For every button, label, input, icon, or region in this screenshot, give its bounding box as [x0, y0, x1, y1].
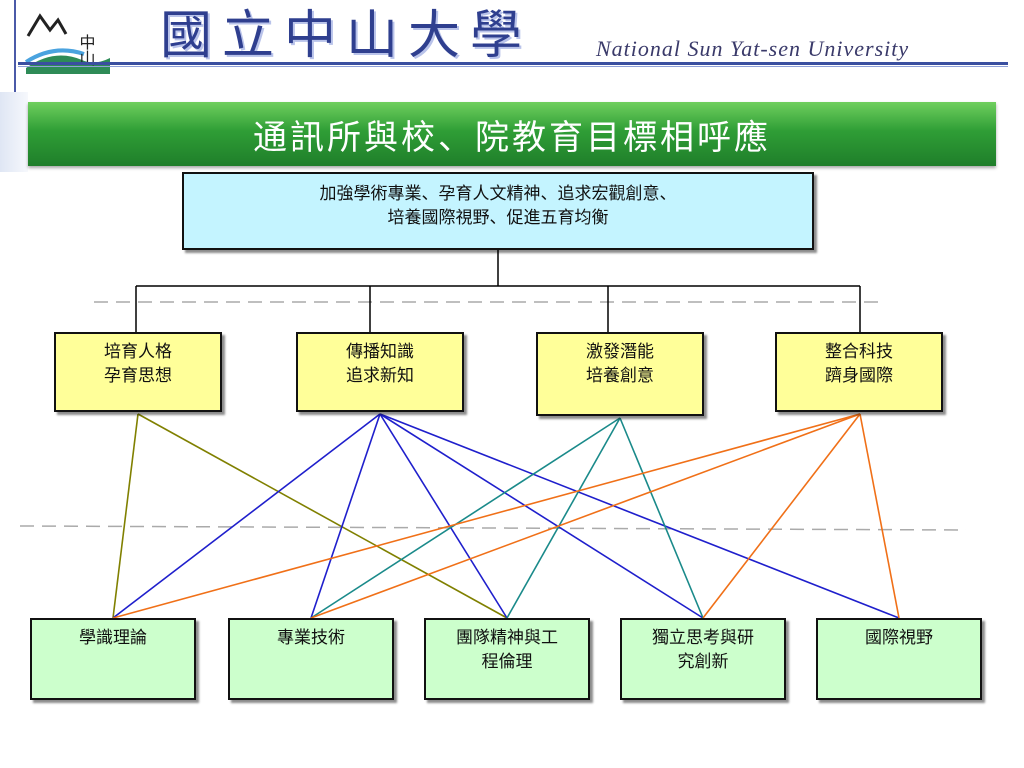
header-divider-thin [18, 66, 1008, 67]
outcome-5-line1: 國際視野 [865, 628, 933, 648]
header-banner: 中山 國立中山大學 National Sun Yat-sen Universit… [0, 0, 1024, 92]
institute-goal-4-line2: 躋身國際 [825, 366, 893, 386]
outcome-box-3: 團隊精神與工 程倫理 [424, 618, 590, 700]
link-goal2-outcome1 [112, 413, 381, 619]
link-goal2-outcome5 [379, 413, 900, 619]
header-left-rule [14, 0, 16, 92]
link-goal2-outcome3 [379, 413, 508, 619]
institute-goal-4-line1: 整合科技 [825, 342, 893, 362]
school-goal-line1: 加強學術專業、孕育人文精神、追求宏觀創意、 [319, 184, 677, 204]
logo-text: 中山 [77, 34, 96, 66]
outcome-4-line2: 究創新 [677, 652, 729, 672]
outcome-box-2: 專業技術 [228, 618, 394, 700]
outcome-3-line2: 程倫理 [481, 652, 533, 672]
institute-goal-3-line2: 培養創意 [586, 366, 654, 386]
institute-goal-1-line1: 培育人格 [104, 342, 172, 362]
institute-goal-2-line2: 追求新知 [346, 366, 414, 386]
institute-goal-box-4: 整合科技 躋身國際 [775, 332, 943, 412]
link-goal3-outcome4 [619, 417, 704, 619]
link-goal4-outcome1 [112, 413, 861, 619]
institute-goal-box-3: 激發潛能 培養創意 [536, 332, 704, 416]
outcome-box-4: 獨立思考與研 究創新 [620, 618, 786, 700]
link-goal4-outcome5 [859, 413, 900, 619]
outcome-box-1: 學識理論 [30, 618, 196, 700]
outcome-4-line1: 獨立思考與研 [652, 628, 754, 648]
university-name-english: National Sun Yat-sen University [596, 36, 910, 61]
institute-goal-1-line2: 孕育思想 [104, 366, 172, 386]
slide-title: 通訊所與校、院教育目標相呼應 [253, 117, 771, 158]
link-goal3-outcome3 [506, 417, 621, 619]
institute-goal-3-line1: 激發潛能 [586, 342, 654, 362]
outcome-2-line1: 專業技術 [277, 628, 345, 648]
outcome-box-5: 國際視野 [816, 618, 982, 700]
link-goal4-outcome4 [702, 413, 861, 619]
link-goal1-outcome1 [112, 413, 139, 619]
title-bar: 通訊所與校、院教育目標相呼應 [28, 102, 996, 166]
school-goal-line2: 培養國際視野、促進五育均衡 [387, 208, 609, 228]
link-goal2-outcome2 [310, 413, 381, 619]
link-goal4-outcome2 [310, 413, 861, 619]
header-divider [18, 62, 1008, 65]
side-shade [0, 92, 28, 172]
institute-goal-box-2: 傳播知識 追求新知 [296, 332, 464, 412]
link-goal1-outcome3 [137, 413, 508, 619]
institute-goal-box-1: 培育人格 孕育思想 [54, 332, 222, 412]
link-goal3-outcome2 [310, 417, 621, 619]
institute-goal-2-line1: 傳播知識 [346, 342, 414, 362]
outcome-3-line1: 團隊精神與工 [456, 628, 558, 648]
school-goal-box: 加強學術專業、孕育人文精神、追求宏觀創意、 培養國際視野、促進五育均衡 [182, 172, 814, 250]
dashed-divider-lower [19, 525, 967, 531]
goal-outcome-links [112, 413, 900, 619]
link-goal2-outcome4 [379, 413, 704, 619]
university-name-chinese: 國立中山大學 [160, 6, 533, 66]
outcome-1-line1: 學識理論 [79, 628, 147, 648]
